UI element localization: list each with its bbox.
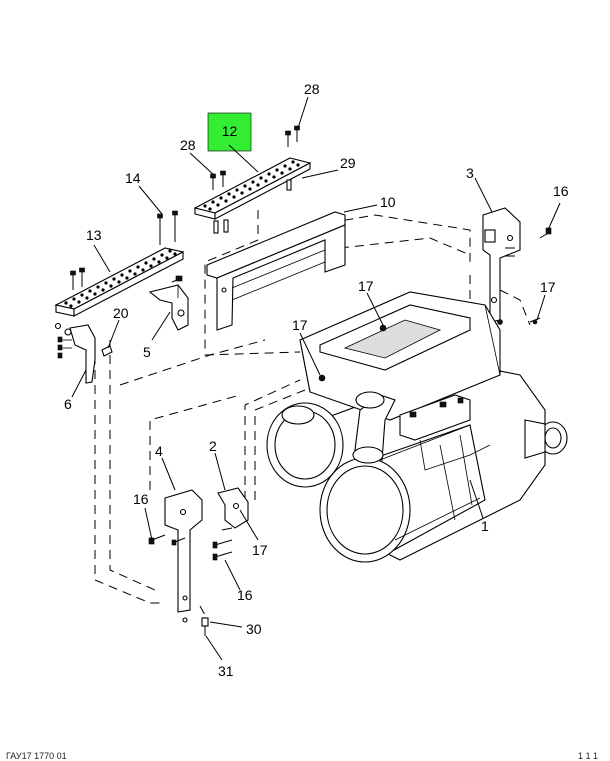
step-bracket-10 xyxy=(206,211,346,331)
callout-16-bottom[interactable]: 16 xyxy=(237,587,253,603)
callout-17-right[interactable]: 17 xyxy=(540,279,556,295)
callout-17-bottom[interactable]: 17 xyxy=(252,542,268,558)
callout-10[interactable]: 10 xyxy=(380,194,396,210)
bracket-2 xyxy=(212,487,249,561)
callout-12: 12 xyxy=(222,123,238,139)
callout-30[interactable]: 30 xyxy=(246,621,262,637)
callout-6[interactable]: 6 xyxy=(64,396,72,412)
callout-28-top[interactable]: 28 xyxy=(304,81,320,97)
callout-14[interactable]: 14 xyxy=(125,170,141,186)
callout-17-left[interactable]: 17 xyxy=(292,317,308,333)
callout-5[interactable]: 5 xyxy=(143,344,151,360)
step-tread-13 xyxy=(54,210,185,317)
callout-3[interactable]: 3 xyxy=(466,165,474,181)
leader-lines xyxy=(71,96,561,661)
callout-2[interactable]: 2 xyxy=(209,438,217,454)
bracket-5 xyxy=(148,275,189,331)
step-tread-12 xyxy=(193,157,312,234)
bracket-6 xyxy=(54,322,113,384)
callout-1[interactable]: 1 xyxy=(481,518,489,534)
aftertreatment-assembly-1 xyxy=(266,291,568,563)
footer-page-ref: 1 1 1 xyxy=(578,751,599,761)
callout-13[interactable]: 13 xyxy=(86,227,102,243)
callout-29[interactable]: 29 xyxy=(340,155,356,171)
part-12-highlight[interactable]: 12 xyxy=(207,112,252,152)
hardware-30-31 xyxy=(201,617,209,636)
callout-28-left[interactable]: 28 xyxy=(180,137,196,153)
dashed-guide-lines xyxy=(94,210,531,616)
bracket-4 xyxy=(148,489,203,623)
bolts-28 xyxy=(210,125,300,190)
footer-drawing-id: ГАУ17 1770 01 xyxy=(6,751,67,761)
callout-31[interactable]: 31 xyxy=(218,663,234,679)
callout-4[interactable]: 4 xyxy=(155,443,163,459)
callout-17-top[interactable]: 17 xyxy=(358,278,374,294)
callout-20[interactable]: 20 xyxy=(113,305,129,321)
callout-16-right[interactable]: 16 xyxy=(553,183,569,199)
bracket-3 xyxy=(482,207,552,325)
callout-16-left[interactable]: 16 xyxy=(133,491,149,507)
callouts: 28 28 29 14 13 10 3 16 17 17 17 20 5 6 4… xyxy=(64,81,569,679)
